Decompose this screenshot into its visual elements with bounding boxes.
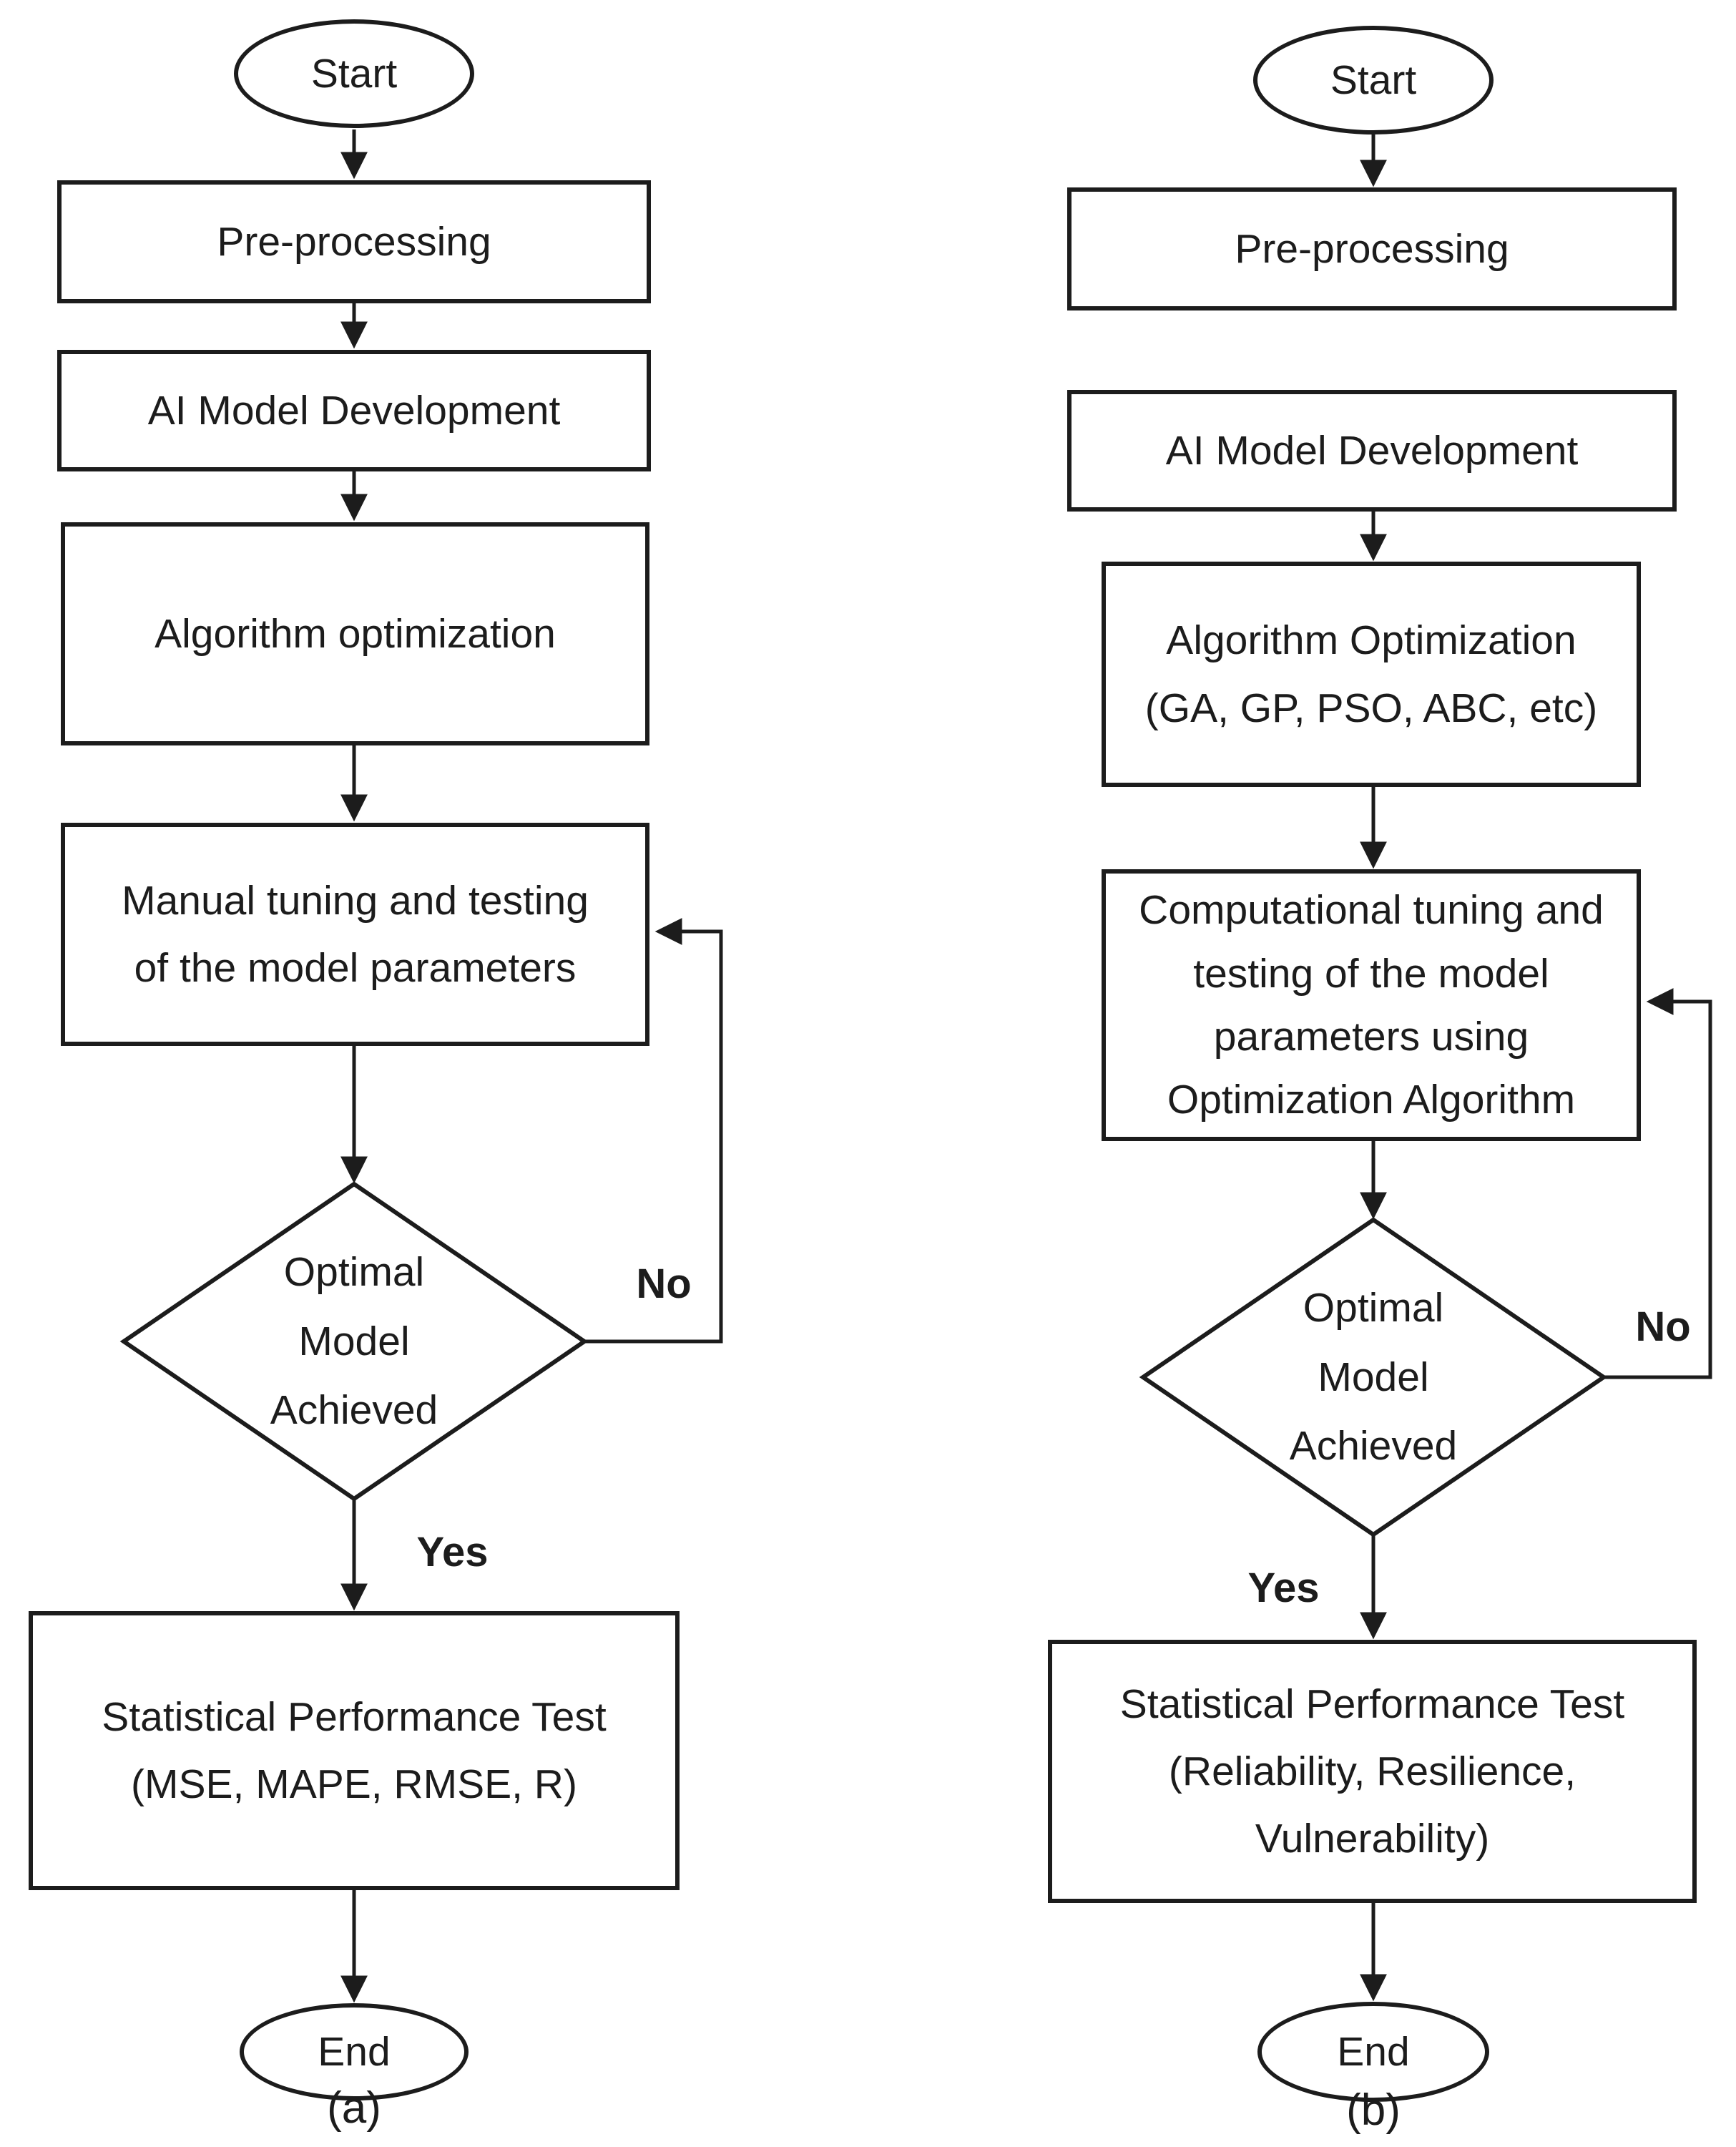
process-b-computational-tuning: Computational tuning and testing of the … bbox=[1102, 869, 1641, 1141]
edge-label-b-yes: Yes bbox=[1247, 1565, 1320, 1612]
terminal-b-start: Start bbox=[1253, 26, 1494, 135]
process-a-ai-model-development: AI Model Development bbox=[57, 350, 651, 471]
edge-label-a-no: No bbox=[636, 1261, 692, 1308]
caption-b: (b) bbox=[1346, 2085, 1401, 2135]
terminal-a-end: End bbox=[240, 2003, 469, 2100]
edge-label-b-no: No bbox=[1635, 1304, 1691, 1351]
chart-b-connectors bbox=[1139, 135, 1712, 2002]
process-b-statistical-performance-test: Statistical Performance Test (Reliabilit… bbox=[1048, 1640, 1697, 1903]
edge-a-no-loop bbox=[584, 918, 723, 1344]
decision-b-optimal-model: Optimal Model Achieved bbox=[1289, 1284, 1458, 1469]
process-a-manual-tuning: Manual tuning and testing of the model p… bbox=[61, 823, 649, 1046]
process-b-algorithm-optimization: Algorithm Optimization (GA, GP, PSO, ABC… bbox=[1102, 562, 1641, 787]
process-a-preprocessing: Pre-processing bbox=[57, 180, 651, 303]
caption-a: (a) bbox=[327, 2083, 381, 2133]
chart-a-connectors bbox=[119, 129, 723, 2003]
process-a-algorithm-optimization: Algorithm optimization bbox=[61, 522, 649, 745]
edge-label-a-yes: Yes bbox=[416, 1529, 489, 1576]
process-b-preprocessing: Pre-processing bbox=[1067, 187, 1677, 310]
terminal-b-end: End bbox=[1257, 2002, 1489, 2102]
decision-a-optimal-model: Optimal Model Achieved bbox=[270, 1248, 438, 1434]
terminal-a-start: Start bbox=[234, 19, 474, 128]
process-b-ai-model-development: AI Model Development bbox=[1067, 390, 1677, 512]
edge-b-no-loop bbox=[1604, 988, 1712, 1379]
process-a-statistical-performance-test: Statistical Performance Test (MSE, MAPE,… bbox=[29, 1611, 680, 1890]
